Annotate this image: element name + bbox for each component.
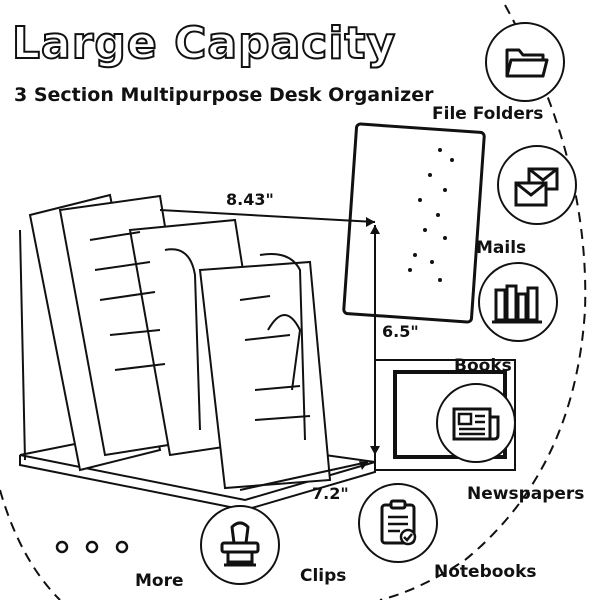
envelopes-icon	[514, 167, 559, 207]
height-dimension-label: 6.5"	[382, 322, 419, 341]
file-folders-label: File Folders	[432, 104, 544, 124]
mails-label: Mails	[476, 238, 527, 258]
clips-label: Clips	[300, 566, 347, 586]
folder-icon	[505, 48, 549, 78]
depth-dimension-label: 7.2"	[312, 484, 349, 503]
dots-icon	[55, 540, 129, 554]
more-label: More	[135, 571, 184, 591]
newspaper-icon	[452, 407, 500, 441]
headline-subtitle: 3 Section Multipurpose Desk Organizer	[14, 84, 434, 106]
headline-title: Large Capacity	[11, 17, 397, 70]
books-label: Books	[454, 356, 512, 376]
newspapers-badge	[436, 383, 516, 463]
width-dimension-label: 8.43"	[226, 190, 274, 209]
file-folders-badge	[485, 22, 565, 102]
books-icon	[492, 284, 542, 324]
mails-badge	[497, 145, 577, 225]
notebooks-label: Notebooks	[434, 562, 537, 582]
clipboard-icon	[380, 499, 417, 546]
clips-badge	[200, 505, 280, 585]
notebooks-badge	[358, 483, 438, 563]
books-badge	[478, 262, 558, 342]
binder-clip-icon	[220, 521, 260, 567]
newspapers-label: Newspapers	[467, 484, 585, 504]
